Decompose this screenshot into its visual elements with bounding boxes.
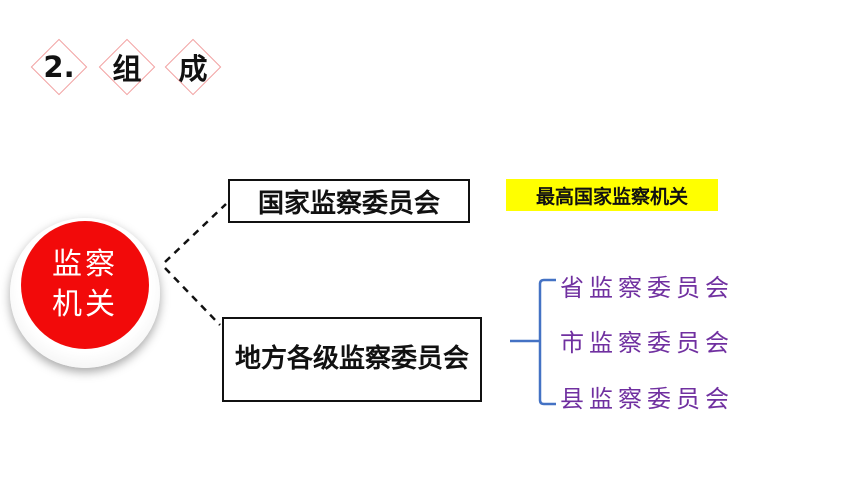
national-commission-label: 国家监察委员会 xyxy=(257,188,440,219)
city-commission-label: 市监察委员会 xyxy=(560,329,734,357)
bracket-icon xyxy=(538,278,556,406)
root-label-line1: 监察 xyxy=(52,247,118,282)
heading-char: 成 xyxy=(178,52,208,86)
heading-char-tile: 组 xyxy=(98,38,156,96)
local-commission-label: 地方各级监察委员会 xyxy=(234,344,469,374)
heading-number-tile: 2. xyxy=(30,38,88,96)
connector-to-local xyxy=(164,267,221,326)
national-note-label: 最高国家监察机关 xyxy=(535,185,688,208)
local-commission-box: 地方各级监察委员会 xyxy=(222,317,482,402)
provincial-commission-label: 省监察委员会 xyxy=(560,274,734,302)
national-commission-box: 国家监察委员会 xyxy=(228,179,470,223)
heading-char-tile: 成 xyxy=(164,38,222,96)
national-note-highlight: 最高国家监察机关 xyxy=(506,179,718,211)
root-node: 监察 机关 xyxy=(21,221,149,349)
root-label-line2: 机关 xyxy=(52,287,118,322)
connector-to-national xyxy=(164,203,227,263)
heading-char: 组 xyxy=(112,52,142,86)
heading-number: 2. xyxy=(43,50,75,84)
county-commission-label: 县监察委员会 xyxy=(560,385,734,413)
